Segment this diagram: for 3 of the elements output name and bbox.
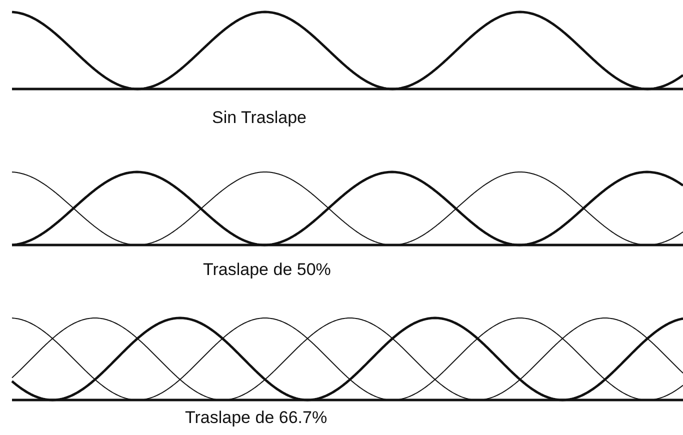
panel-caption: Sin Traslape xyxy=(212,108,306,128)
panel-caption: Traslape de 50% xyxy=(203,260,331,280)
panel-caption: Traslape de 66.7% xyxy=(185,408,328,428)
